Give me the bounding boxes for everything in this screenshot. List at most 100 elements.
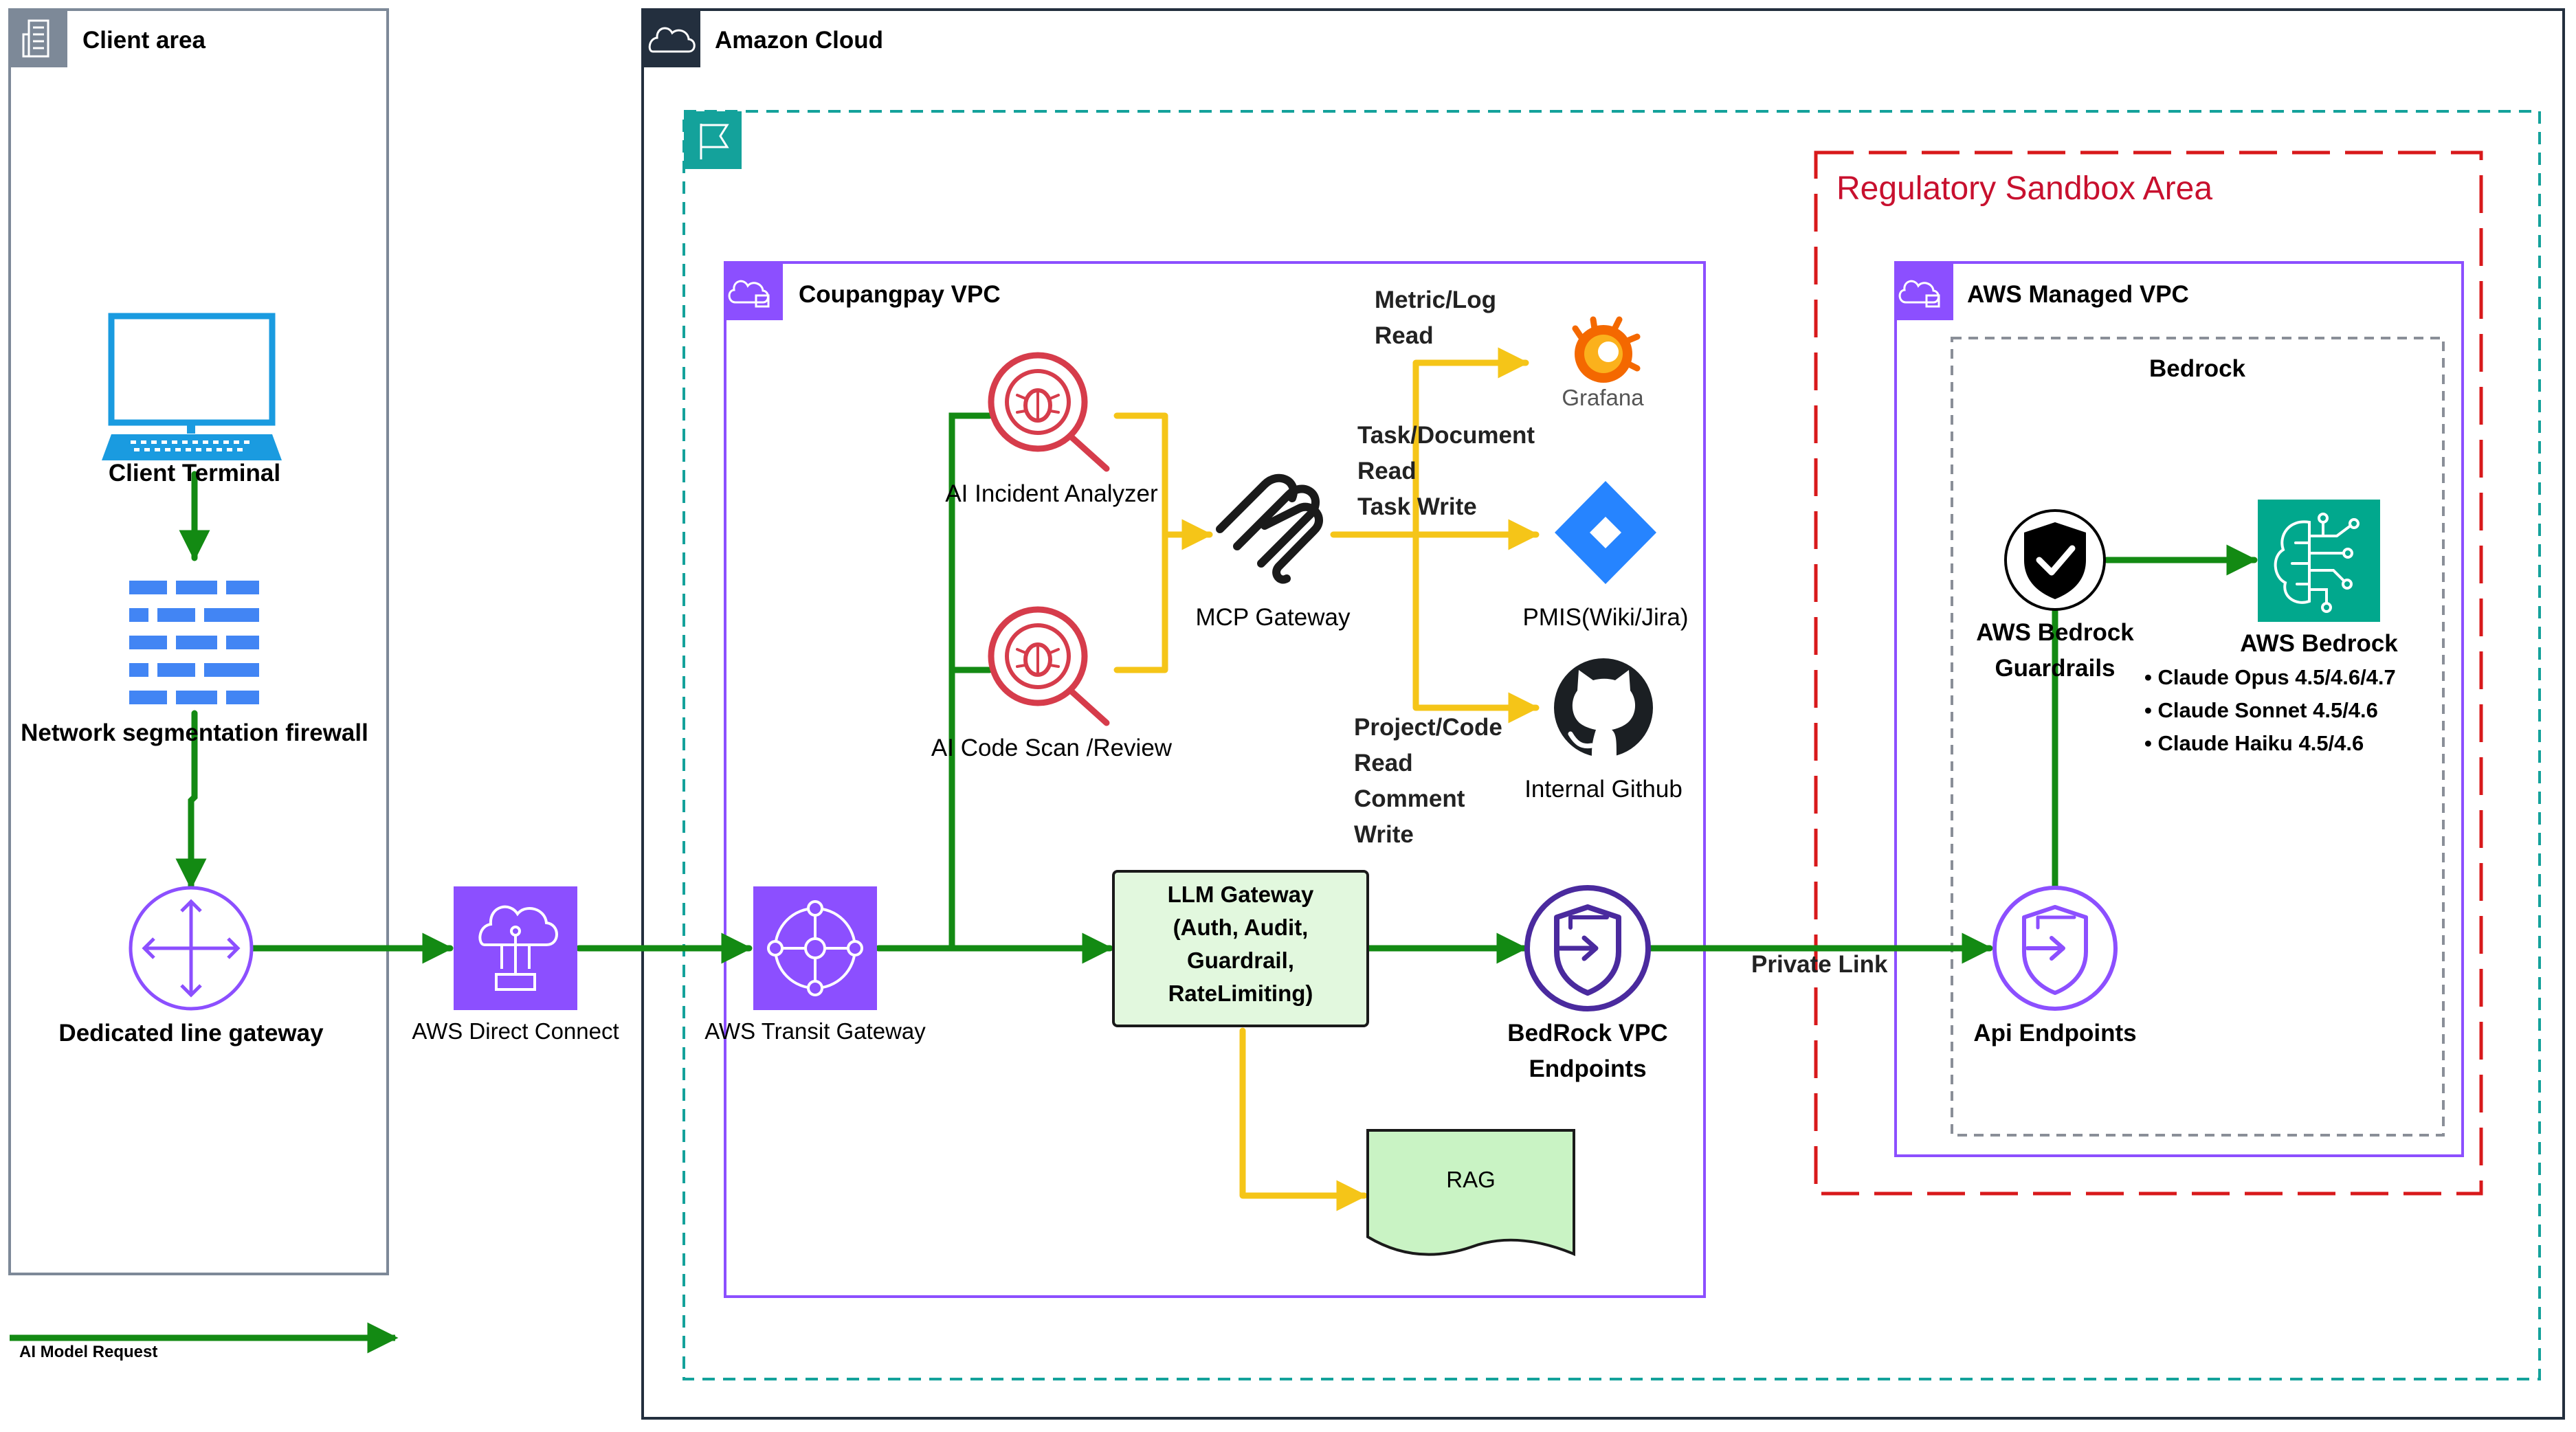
amazon-cloud-title: Amazon Cloud [715, 27, 883, 54]
vpce-label-line-2: Endpoints [1529, 1055, 1646, 1082]
dedicated-gateway-label: Dedicated line gateway [58, 1020, 324, 1047]
aws-bedrock-guardrails[interactable]: AWS Bedrock Guardrails [1976, 509, 2134, 682]
grafana-logo: Grafana [1562, 316, 1644, 410]
pmis-jira[interactable]: PMIS(Wiki/Jira) [1522, 481, 1689, 631]
coupangpay-vpc-group: Coupangpay VPC [724, 261, 1706, 1298]
client-area-group: Client area [8, 8, 389, 1275]
ai-code-scan[interactable]: AI Code Scan /Review [931, 606, 1173, 761]
direct-connect-label: AWS Direct Connect [412, 1018, 619, 1044]
regulatory-sandbox-title: Regulatory Sandbox Area [1836, 170, 2212, 207]
legend: AI Model Request [10, 1322, 399, 1361]
internal-github[interactable]: Internal Github [1524, 658, 1683, 803]
rag-document[interactable]: RAG [1366, 1129, 1575, 1256]
private-link-label: Private Link [1751, 951, 1888, 978]
flag-icon [700, 124, 729, 159]
rag-label: RAG [1446, 1167, 1496, 1192]
svg-text:Write: Write [1354, 821, 1414, 848]
grafana-wordmark: Grafana [1562, 385, 1644, 410]
bedrock-title: Bedrock [2149, 355, 2246, 382]
building-icon [22, 19, 49, 58]
grafana-swirl-icon [1572, 316, 1641, 383]
router-arrows-icon [129, 886, 254, 1011]
aws-bedrock[interactable]: AWS Bedrock • Claude Opus 4.5/4.6/4.7 • … [2144, 500, 2398, 755]
firewall-brick-icon [129, 581, 259, 704]
svg-text:Read: Read [1354, 750, 1413, 776]
llm-gateway-line-2: (Auth, Audit, [1173, 915, 1309, 940]
legend-ai-model-request: AI Model Request [19, 1343, 157, 1361]
bedrock-vpc-endpoints[interactable]: BedRock VPC Endpoints [1507, 885, 1668, 1082]
aws-direct-connect[interactable]: AWS Direct Connect [412, 886, 619, 1044]
transit-gateway-icon [767, 900, 863, 996]
llm-gateway-line-4: RateLimiting) [1168, 981, 1313, 1006]
shield-check-icon [2004, 509, 2106, 611]
edge-mcp-to-github [1412, 531, 1540, 724]
guardrails-label-line-2: Guardrails [1995, 655, 2115, 682]
model-item: • Claude Opus 4.5/4.6/4.7 [2144, 665, 2396, 689]
llm-gateway[interactable]: LLM Gateway (Auth, Audit, Guardrail, Rat… [1112, 870, 1369, 1027]
guardrails-label-line-1: AWS Bedrock [1976, 619, 2134, 646]
aws-managed-vpc-group: AWS Managed VPC [1894, 261, 2464, 1157]
client-terminal-label: Client Terminal [109, 460, 280, 486]
svg-text:Metric/Log: Metric/Log [1375, 287, 1496, 313]
edge-incident-to-mcp [1113, 412, 1168, 673]
model-list: • Claude Opus 4.5/4.6/4.7 • Claude Sonne… [2144, 665, 2396, 755]
incident-analyzer-label: AI Incident Analyzer [945, 480, 1158, 507]
transit-gateway-label: AWS Transit Gateway [704, 1018, 926, 1044]
edge-label-project-code: Project/Code Read Comment Write [1354, 714, 1502, 848]
code-scan-label: AI Code Scan /Review [931, 735, 1173, 761]
ai-incident-analyzer[interactable]: AI Incident Analyzer [945, 352, 1158, 507]
magnifier-bug-icon [988, 352, 1110, 472]
edge-transit-to-incident [948, 412, 993, 952]
aws-bedrock-label: AWS Bedrock [2240, 630, 2398, 657]
llm-gateway-line-3: Guardrail, [1187, 948, 1294, 973]
magnifier-bug-icon [988, 606, 1110, 726]
github-octocat-icon [1554, 658, 1653, 757]
svg-text:Comment: Comment [1354, 785, 1465, 812]
bedrock-brain-circuit-icon [2274, 513, 2360, 613]
client-area-title: Client area [82, 27, 206, 54]
svg-text:Task Write: Task Write [1357, 493, 1477, 520]
network-firewall[interactable]: Network segmentation firewall [21, 581, 368, 746]
mcp-gateway-label: MCP Gateway [1196, 604, 1351, 631]
model-item: • Claude Sonnet 4.5/4.6 [2144, 698, 2378, 722]
vpc-cloud-lock-icon [728, 280, 770, 308]
api-endpoints-label: Api Endpoints [1973, 1020, 2136, 1047]
laptop-icon [102, 313, 282, 460]
github-label: Internal Github [1524, 776, 1683, 803]
edge-label-metric-log: Metric/Log Read [1375, 287, 1496, 349]
regulatory-sandbox-group: Regulatory Sandbox Area [1814, 150, 2483, 1196]
bedrock-group: Bedrock [1951, 337, 2445, 1137]
yellow-edges [1113, 347, 1540, 1211]
client-terminal[interactable]: Client Terminal [102, 313, 282, 486]
edge-firewall-to-gateway [175, 710, 207, 890]
pmis-label: PMIS(Wiki/Jira) [1522, 604, 1688, 631]
edge-label-task-document: Task/Document Read Task Write [1357, 422, 1535, 520]
mcp-logo-icon [1216, 473, 1323, 584]
svg-text:Read: Read [1357, 458, 1417, 484]
vpc-cloud-lock-icon [1898, 280, 1940, 308]
dedicated-line-gateway[interactable]: Dedicated line gateway [58, 886, 324, 1047]
svg-text:Task/Document: Task/Document [1357, 422, 1535, 449]
green-edges [175, 412, 2258, 964]
endpoint-shield-icon [1992, 886, 2118, 1011]
vpce-label-line-1: BedRock VPC [1507, 1020, 1667, 1047]
firewall-label: Network segmentation firewall [21, 719, 368, 746]
aws-transit-gateway[interactable]: AWS Transit Gateway [704, 886, 926, 1044]
endpoint-shield-icon [1524, 885, 1651, 1011]
mcp-gateway[interactable]: MCP Gateway [1196, 473, 1351, 631]
aws-managed-vpc-title: AWS Managed VPC [1967, 281, 2189, 308]
teal-dashed-group [682, 110, 2541, 1380]
llm-gateway-line-1: LLM Gateway [1168, 882, 1314, 907]
edge-llm-to-rag [1239, 1027, 1368, 1211]
model-item: • Claude Haiku 4.5/4.6 [2144, 731, 2364, 755]
amazon-cloud-group: Amazon Cloud [641, 8, 2565, 1420]
jira-icon [1555, 481, 1656, 584]
direct-connect-icon [478, 905, 558, 991]
cloud-icon [648, 27, 696, 53]
api-endpoints[interactable]: Api Endpoints [1973, 886, 2137, 1047]
svg-text:Project/Code: Project/Code [1354, 714, 1502, 741]
coupangpay-vpc-title: Coupangpay VPC [799, 281, 1001, 308]
edge-mcp-to-grafana [1412, 347, 1529, 538]
svg-text:Read: Read [1375, 322, 1434, 349]
